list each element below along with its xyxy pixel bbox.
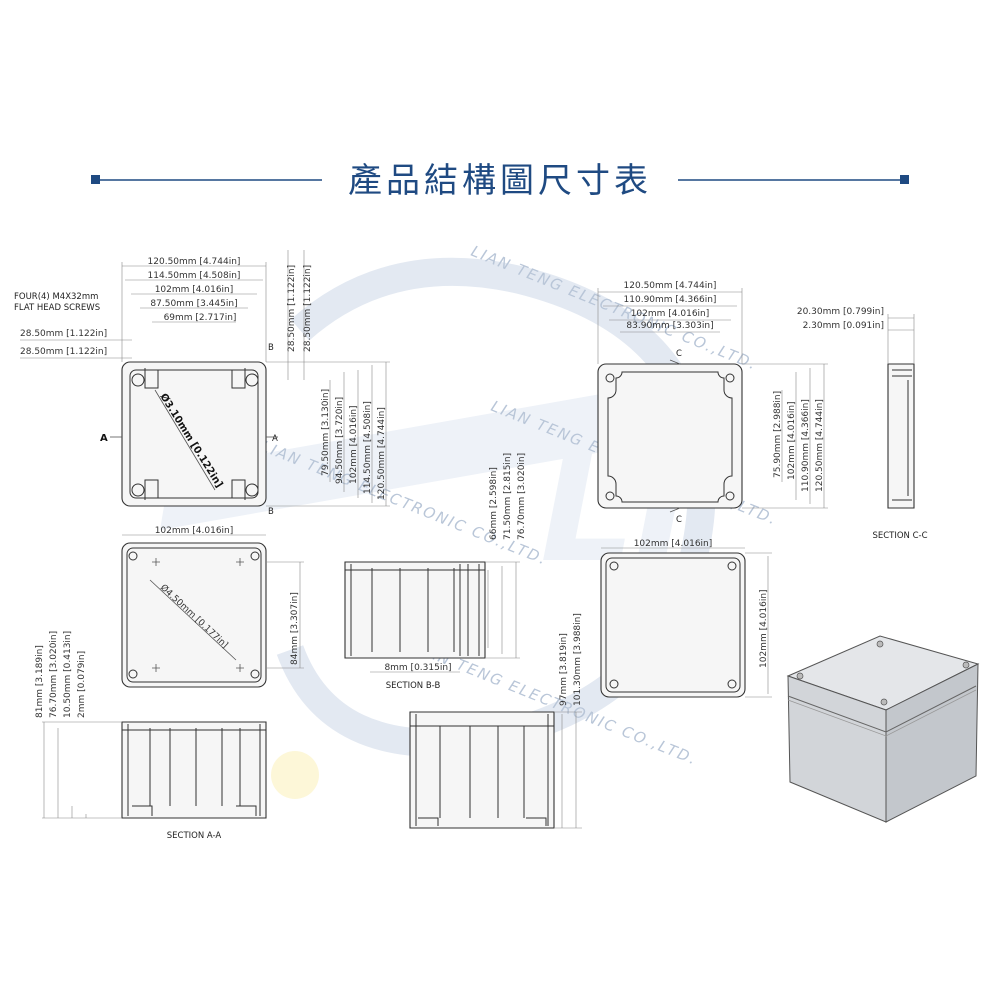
title-bar: 產品結構圖尺寸表 — [91, 161, 909, 201]
section-mark-b-bottom: B — [268, 507, 274, 517]
top-width-4: 87.50mm [3.445in] — [150, 299, 237, 309]
base-width-2: 110.90mm [4.366in] — [624, 295, 717, 305]
watermark-text-1: LIAN TENG ELECTRONIC CO.,LTD. — [469, 242, 761, 374]
top-height-1: 79.50mm [3.130in] — [321, 389, 331, 476]
section-mark-a-right: A — [272, 434, 278, 444]
screws-note-line1: FOUR(4) M4X32mm — [14, 292, 98, 302]
base-height-4: 120.50mm [4.744in] — [815, 399, 825, 492]
section-bb-label: SECTION B-B — [386, 681, 441, 691]
base-width-3: 102mm [4.016in] — [631, 309, 710, 319]
top-width-2: 114.50mm [4.508in] — [148, 271, 241, 281]
section-mark-b-top: B — [268, 343, 274, 353]
base-width-4: 83.90mm [3.303in] — [626, 321, 713, 331]
full-section-dim-1: 97mm [3.819in] — [559, 633, 569, 706]
base-height-3: 110.90mm [4.366in] — [801, 399, 811, 492]
full-section-drawing — [409, 711, 582, 829]
section-bb-drawing — [344, 561, 520, 673]
section-aa-dim-3: 10.50mm [0.413in] — [63, 631, 73, 718]
top-vert-dim-2: 28.50mm [1.122in] — [303, 265, 313, 352]
base-height-2: 102mm [4.016in] — [787, 401, 797, 480]
section-aa-drawing — [42, 721, 267, 819]
top-height-4: 114.50mm [4.508in] — [363, 401, 373, 494]
lid-height-dim: 84mm [3.307in] — [290, 592, 300, 665]
section-bb-bottom-dim: 8mm [0.315in] — [384, 663, 451, 673]
top-left-dim-1: 28.50mm [1.122in] — [20, 329, 107, 339]
section-aa-dim-4: 2mm [0.079in] — [77, 651, 87, 718]
section-aa-dim-1: 81mm [3.189in] — [35, 645, 45, 718]
base-view — [597, 288, 828, 513]
bottom-width-dim: 102mm [4.016in] — [634, 539, 713, 549]
top-height-5: 120.50mm [4.744in] — [377, 407, 387, 500]
lid-view — [121, 534, 304, 688]
full-section-dim-2: 101.30mm [3.988in] — [573, 613, 583, 706]
section-mark-a-left: A — [100, 433, 108, 444]
top-vert-dim-1: 28.50mm [1.122in] — [287, 265, 297, 352]
top-left-dim-2: 28.50mm [1.122in] — [20, 347, 107, 357]
section-cc-label: SECTION C-C — [872, 531, 927, 541]
section-cc-dim-1: 20.30mm [0.799in] — [797, 307, 884, 317]
base-height-1: 75.90mm [2.988in] — [773, 391, 783, 478]
top-height-2: 94.50mm [3.720in] — [335, 397, 345, 484]
section-bb-dim-2: 71.50mm [2.815in] — [503, 453, 513, 540]
section-aa-label: SECTION A-A — [167, 831, 222, 841]
top-width-3: 102mm [4.016in] — [155, 285, 234, 295]
top-view — [20, 250, 390, 507]
section-mark-c-bottom: C — [676, 515, 682, 525]
section-aa-dim-2: 76.70mm [3.020in] — [49, 631, 59, 718]
top-width-5: 69mm [2.717in] — [164, 313, 237, 323]
page-title: 產品結構圖尺寸表 — [348, 161, 652, 201]
section-bb-dim-1: 66mm [2.598in] — [489, 467, 499, 540]
bottom-height-dim: 102mm [4.016in] — [759, 589, 769, 668]
base-width-1: 120.50mm [4.744in] — [624, 281, 717, 291]
section-mark-c-top: C — [676, 349, 682, 359]
section-cc-dim-2: 2.30mm [0.091in] — [803, 321, 884, 331]
top-width-1: 120.50mm [4.744in] — [148, 257, 241, 267]
enclosure-3d-render — [786, 635, 980, 823]
top-height-3: 102mm [4.016in] — [349, 405, 359, 484]
section-cc-drawing — [887, 314, 915, 509]
bottom-view — [600, 547, 772, 698]
section-bb-dim-3: 76.70mm [3.020in] — [517, 453, 527, 540]
screws-note-line2: FLAT HEAD SCREWS — [14, 303, 100, 313]
lid-width-dim: 102mm [4.016in] — [155, 526, 234, 536]
